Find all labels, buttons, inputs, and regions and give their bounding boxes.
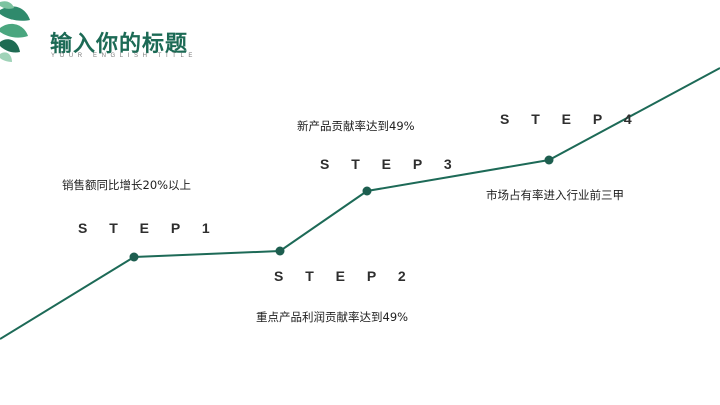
step1-label: S T E P 1 <box>78 220 219 236</box>
step4-label: S T E P 4 <box>500 111 641 127</box>
step1-description: 销售额同比增长20%以上 <box>62 178 192 192</box>
progress-line <box>0 67 720 340</box>
step4-description: 市场占有率进入行业前三甲 <box>486 188 624 202</box>
step4-point <box>544 155 554 165</box>
step2-label: S T E P 2 <box>274 268 415 284</box>
leaf-decoration-icon <box>0 1 30 62</box>
step2-description: 重点产品利润贡献率达到49% <box>256 310 409 324</box>
step2-point <box>275 246 285 256</box>
page-title: 输入你的标题 <box>50 32 189 57</box>
step3-point <box>362 186 372 196</box>
step1-point <box>129 252 139 262</box>
step3-description: 新产品贡献率达到49% <box>297 119 415 133</box>
step3-label: S T E P 3 <box>320 156 461 172</box>
page-subtitle: YOUR ENGLISH TITLE <box>51 53 198 59</box>
